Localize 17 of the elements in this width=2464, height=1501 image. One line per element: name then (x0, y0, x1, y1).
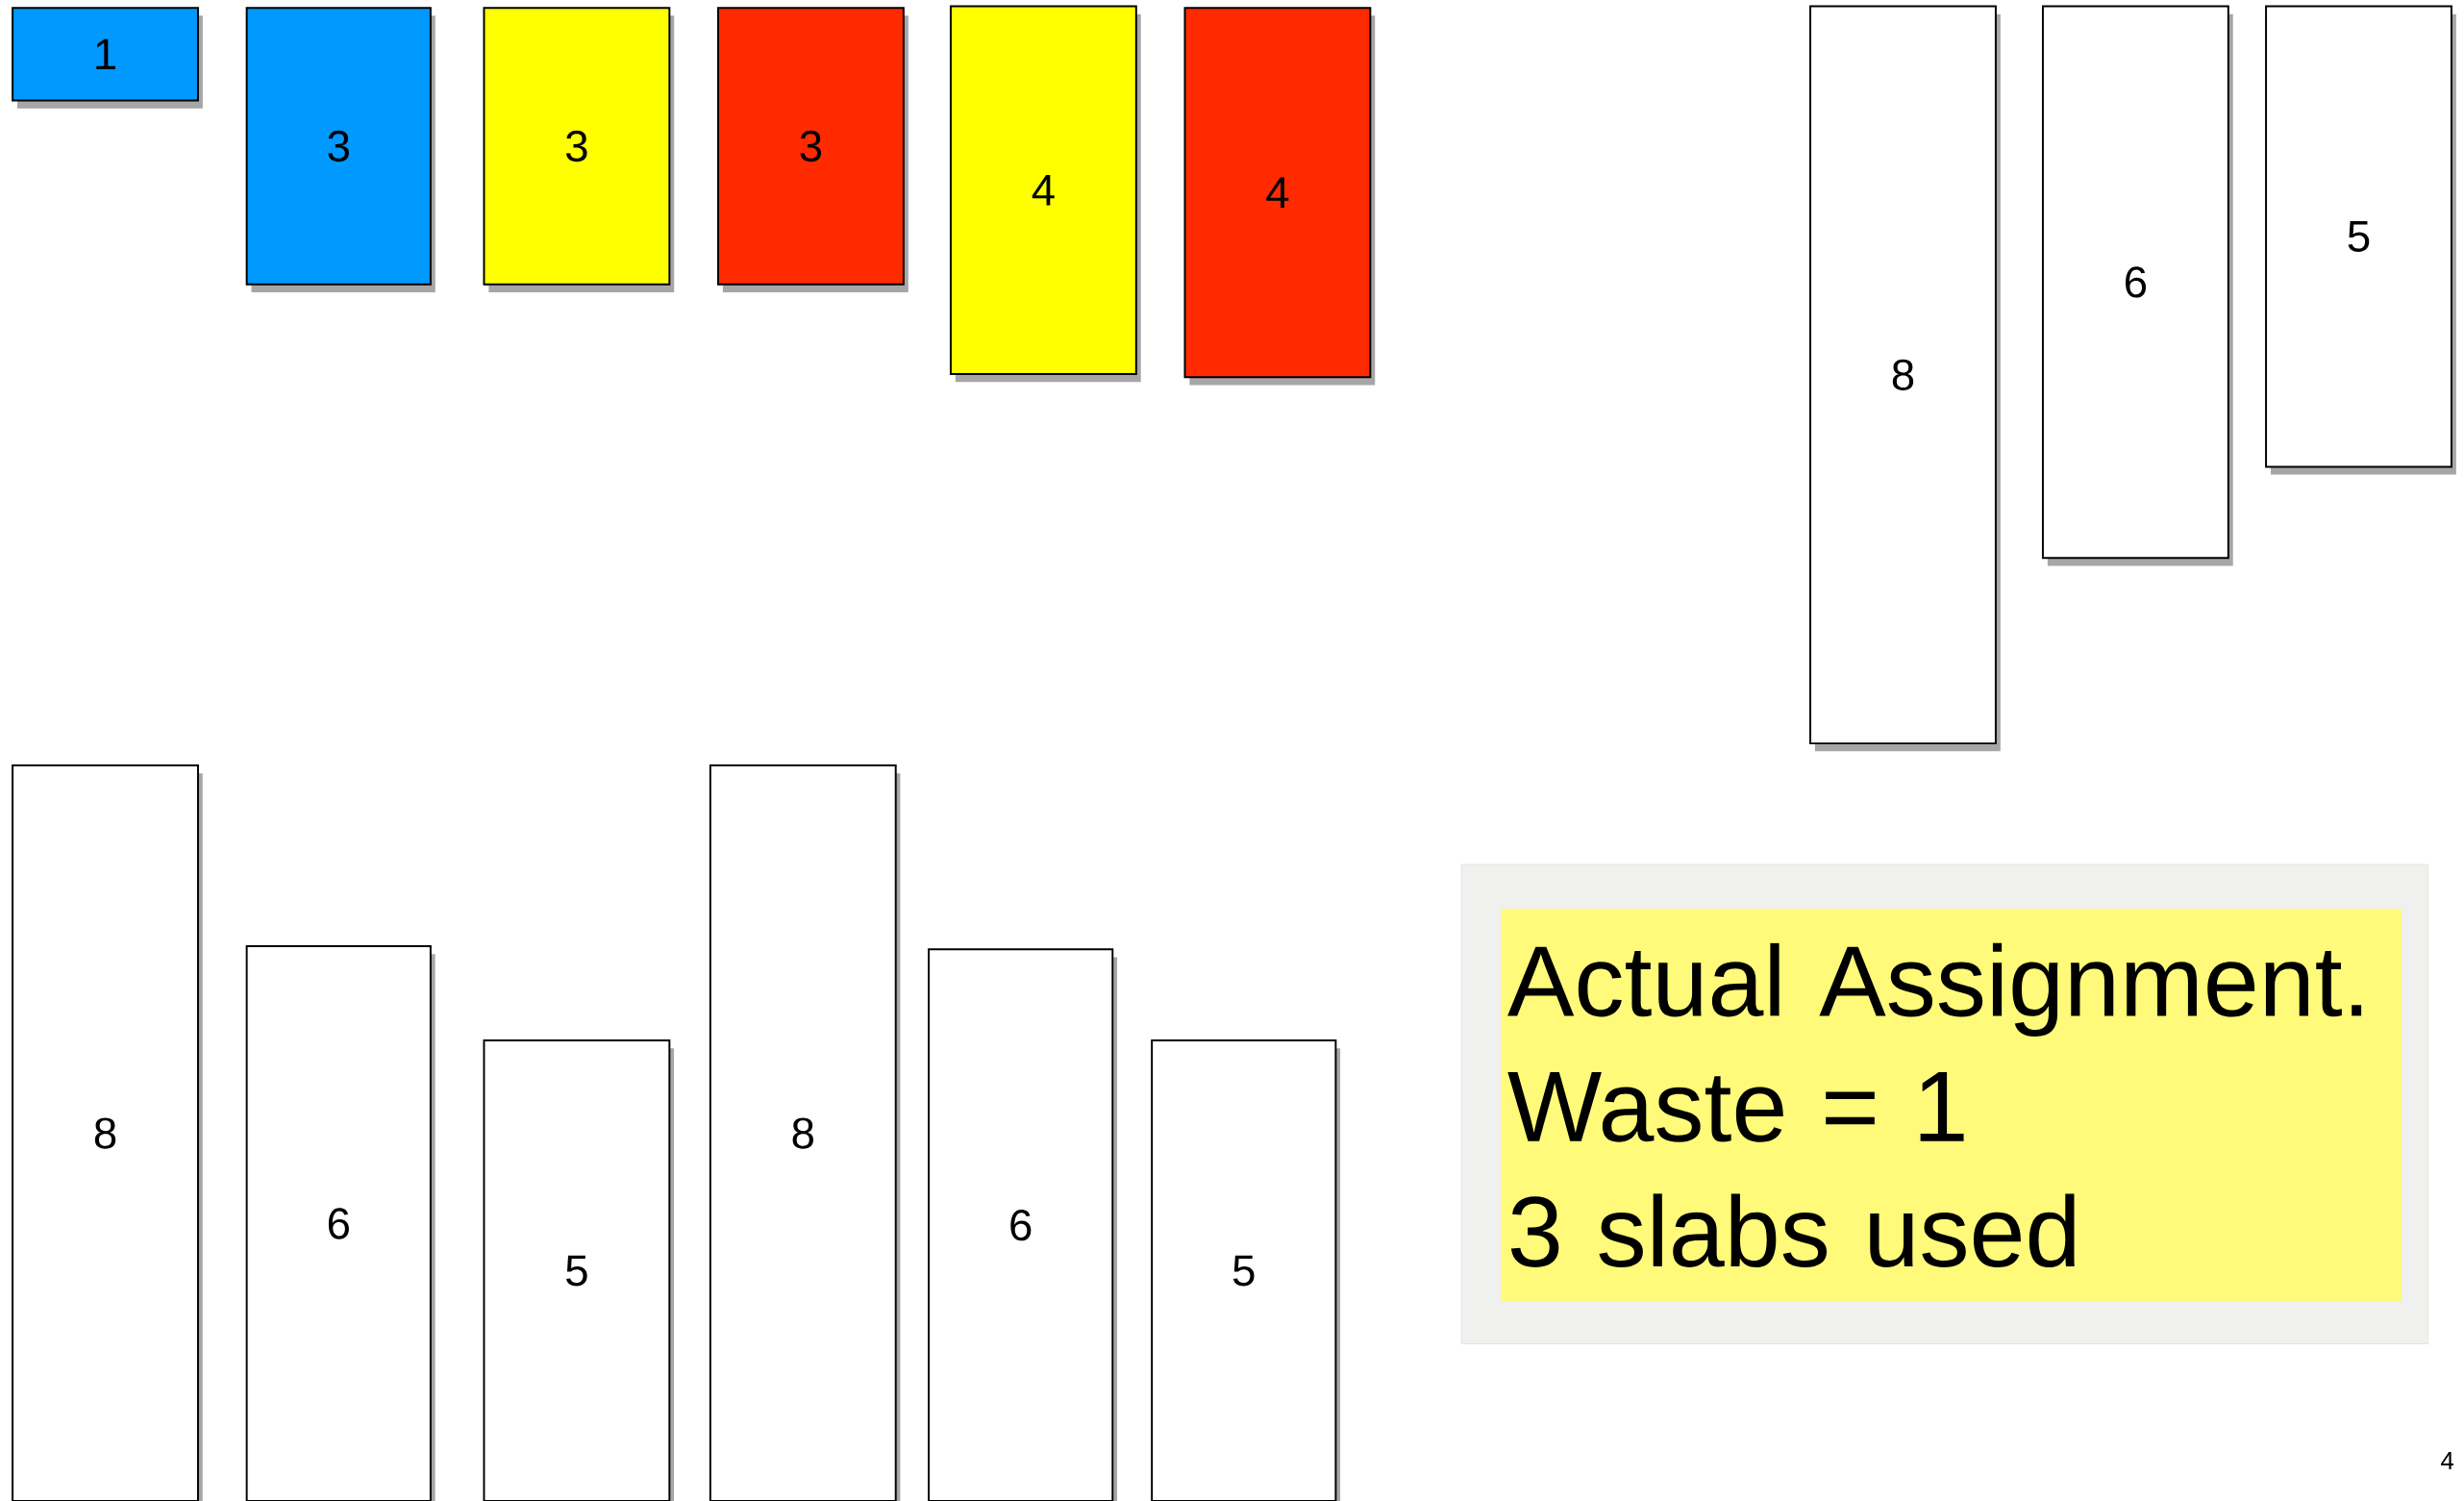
slab-box: 8 (12, 764, 203, 1501)
slab-box: 8 (709, 764, 901, 1501)
slab-box: 6 (245, 945, 436, 1501)
sticky-note: Actual Assignment. Waste = 1 3 slabs used (1460, 863, 2428, 1344)
page-number: 4 (2441, 1452, 2454, 1469)
slab-box: 3 (483, 7, 675, 292)
slab-box: 5 (483, 1039, 675, 1501)
slab-box: 1 (12, 7, 203, 109)
slab-box: 5 (1151, 1039, 1341, 1501)
slab-box: 8 (1809, 5, 2001, 752)
slab-box: 6 (2042, 5, 2233, 566)
slab-box: 4 (949, 5, 1141, 383)
slab-box: 3 (717, 7, 908, 292)
slab-box: 5 (2265, 5, 2456, 475)
slab-box: 6 (928, 948, 1118, 1501)
slab-box: 4 (1183, 7, 1376, 386)
slab-box: 3 (245, 7, 436, 292)
